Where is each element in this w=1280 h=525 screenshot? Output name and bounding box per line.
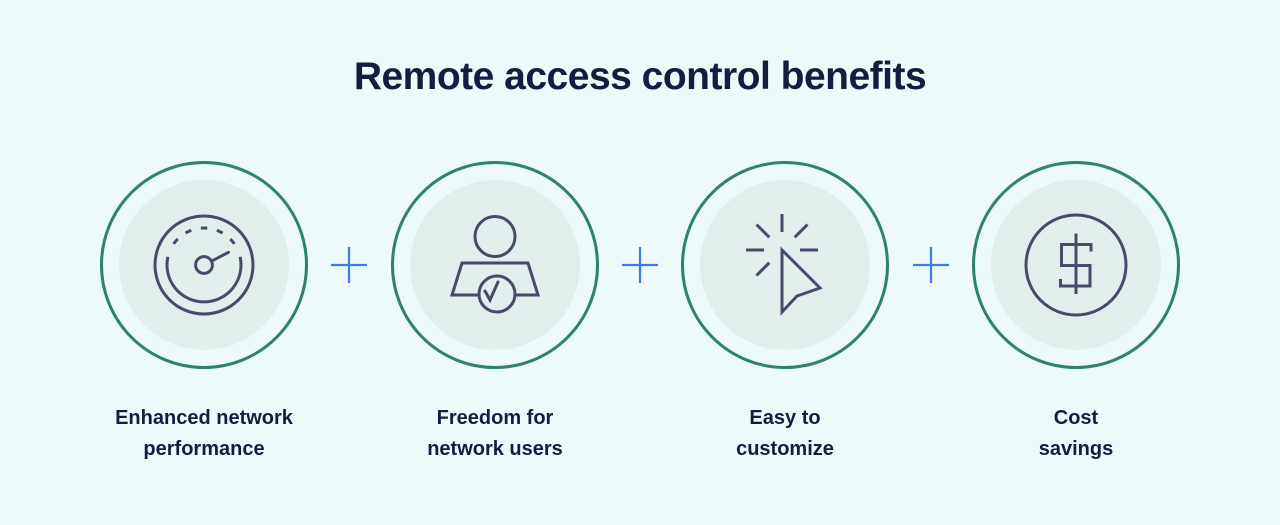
benefit-circle [100,161,308,369]
benefit-disc [119,180,289,350]
benefit-circle [391,161,599,369]
benefit-item-enhanced-network-performance: Enhanced network performance [88,161,320,465]
benefit-label: Cost savings [1038,407,1114,460]
benefit-item-cost-savings: Cost savings [960,161,1192,465]
plus-icon [622,247,658,283]
benefit-item-freedom-for-network-users: Freedom for network users [379,161,611,465]
benefit-disc [410,180,580,350]
benefit-item-easy-to-customize: Easy to customize [669,161,901,465]
speedometer-icon [153,214,255,316]
benefit-circle [972,161,1180,369]
benefit-label: Enhanced network performance [115,407,293,460]
user-check-icon [449,215,541,314]
plus-icon [331,247,367,283]
benefit-label: Freedom for network users [427,407,563,460]
benefit-disc [700,180,870,350]
dollar-circle-icon [1024,213,1128,317]
page-title: Remote access control benefits [353,55,927,98]
benefit-label: Easy to customize [736,407,834,460]
benefit-circle [681,161,889,369]
cursor-click-icon [746,214,823,316]
benefit-disc [991,180,1161,350]
plus-icon [913,247,949,283]
